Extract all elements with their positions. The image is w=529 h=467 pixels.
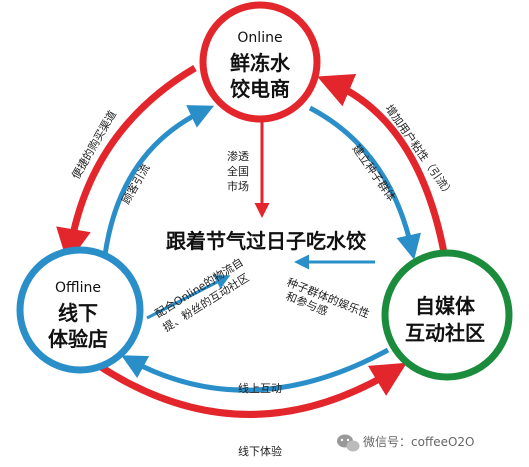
label-penetration-1: 渗透 [227,149,249,163]
center-title: 跟着节气过日子吃水饺 [166,229,367,253]
label-stickiness: 增加用户粘性（引流） [383,102,458,200]
online-store-line2: 饺电商 [230,77,290,101]
wechat-icon [337,434,360,452]
arrow-customer-guide [102,105,215,256]
node-offline-store-ring [16,246,144,374]
arrow-online-logistics [146,275,231,320]
label-online-interaction: 线上互动 [238,381,282,395]
label-penetration-3: 市场 [227,179,249,193]
arrow-offline-experience [67,342,407,418]
watermark-text: 微信号：coffeeO2O [363,435,475,449]
arrow-purchase-channel [56,64,197,264]
arrow-online-interaction [121,347,390,393]
arrow-stickiness [317,74,449,259]
node-community-ring [381,249,513,381]
offline-store-line2: 体验店 [48,327,108,351]
label-seed-community: 建立种子群体 [350,142,399,204]
arrow-seed-community [308,105,421,260]
offline-store-tag: Offline [55,280,101,296]
node-online-store-ring [199,1,321,123]
community-line2: 互动社区 [405,321,485,345]
online-store-line1: 鲜冻水 [230,51,291,75]
offline-store-line1: 线下 [58,301,98,325]
label-penetration-2: 全国 [227,164,249,178]
online-store-tag: Online [237,30,282,46]
community-line1: 自媒体 [415,294,476,318]
label-offline-experience: 线下体验 [238,444,282,458]
